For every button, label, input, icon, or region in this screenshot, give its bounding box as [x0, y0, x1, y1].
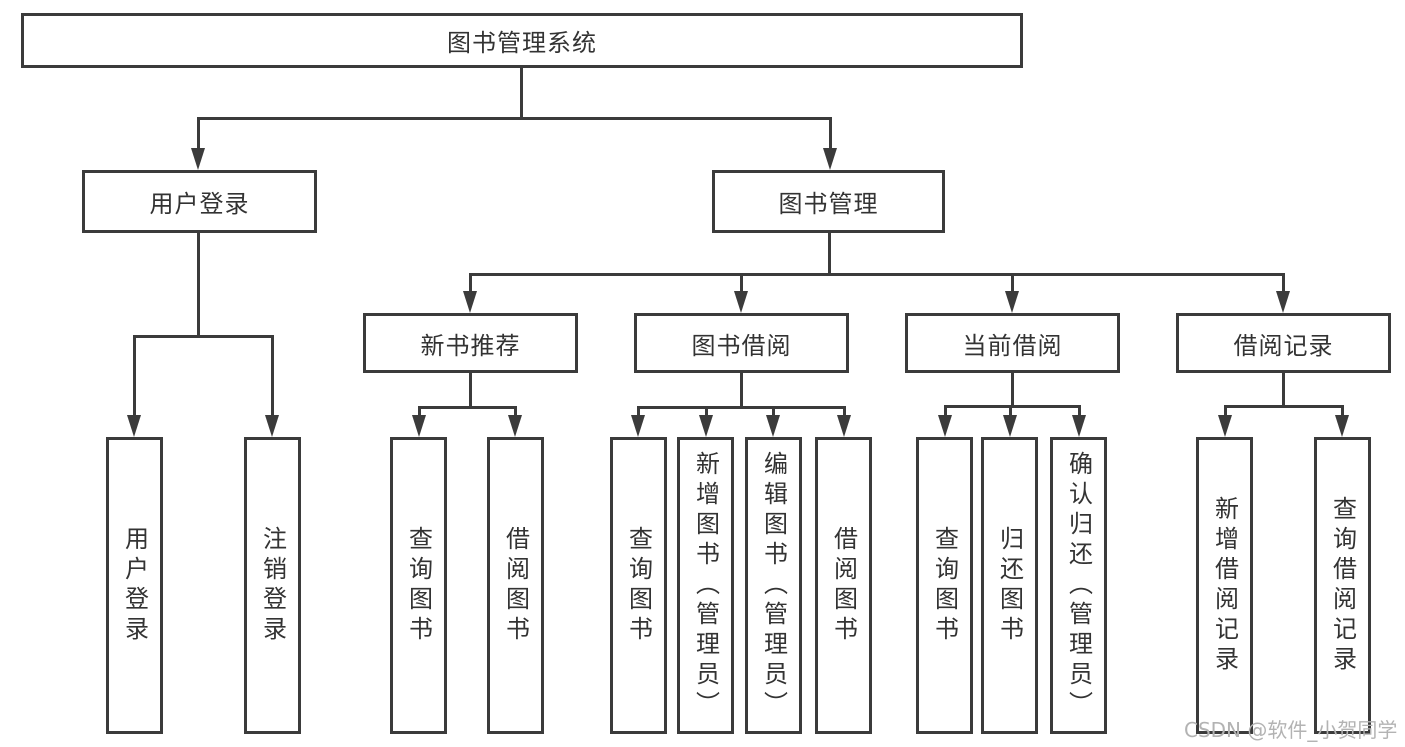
connector-borrow-records-rail	[1224, 405, 1343, 408]
leaf-edit-book-admin: 编辑图书（管理员）	[745, 437, 802, 734]
connector-user-login-stem	[197, 233, 200, 335]
connector-drop-current-borrow	[1011, 273, 1014, 293]
arrowhead-bb-add	[699, 415, 713, 437]
connector-drop-leaf-user-login	[133, 335, 136, 415]
arrowhead-bb-borrow	[837, 415, 851, 437]
arrowhead-current-borrow	[1005, 291, 1019, 313]
arrowhead-cb-query	[938, 415, 952, 437]
arrowhead-leaf-logout	[265, 415, 279, 437]
leaf-logout: 注销登录	[244, 437, 301, 734]
leaf-add-borrow-record: 新增借阅记录	[1196, 437, 1253, 734]
connector-book-borrow-stem	[740, 373, 743, 406]
connector-current-borrow-rail	[944, 405, 1080, 408]
node-library-management-system: 图书管理系统	[21, 13, 1023, 68]
leaf-query-borrow-record: 查询借阅记录	[1314, 437, 1371, 734]
arrowhead-cb-confirm	[1072, 415, 1086, 437]
connector-drop-cb-confirm	[1078, 405, 1081, 417]
leaf-borrow-books: 借阅图书	[815, 437, 872, 734]
connector-book-borrow-rail	[637, 406, 845, 409]
connector-new-book-stem	[469, 373, 472, 406]
arrowhead-book-management	[823, 148, 837, 170]
connector-drop-user-login	[197, 117, 200, 149]
connector-drop-nb-borrow	[514, 406, 517, 417]
leaf-return-book: 归还图书	[981, 437, 1038, 734]
watermark: CSDN @软件_小贺同学	[1184, 718, 1398, 742]
arrowhead-user-login	[191, 148, 205, 170]
connector-drop-leaf-logout	[271, 335, 274, 415]
node-book-borrow: 图书借阅	[634, 313, 849, 373]
connector-drop-bb-query	[637, 406, 640, 417]
leaf-confirm-return-admin: 确认归还（管理员）	[1050, 437, 1107, 734]
arrowhead-nb-borrow	[508, 415, 522, 437]
leaf-query-books-current: 查询图书	[916, 437, 973, 734]
connector-drop-cb-query	[944, 405, 947, 417]
arrowhead-bb-query	[631, 415, 645, 437]
arrowhead-bb-edit	[766, 415, 780, 437]
arrowhead-br-add	[1218, 415, 1232, 437]
connector-new-book-rail	[418, 406, 516, 409]
node-user-login: 用户登录	[82, 170, 317, 233]
connector-book-management-rail	[469, 273, 1285, 276]
connector-drop-bb-edit	[772, 406, 775, 417]
connector-drop-br-query	[1341, 405, 1344, 417]
arrowhead-br-query	[1335, 415, 1349, 437]
arrowhead-cb-return	[1003, 415, 1017, 437]
connector-borrow-records-stem	[1282, 373, 1285, 405]
connector-drop-book-borrow	[740, 273, 743, 293]
connector-root-rail	[197, 117, 832, 120]
arrowhead-new-book	[463, 291, 477, 313]
arrowhead-nb-query	[412, 415, 426, 437]
connector-drop-br-add	[1224, 405, 1227, 417]
connector-drop-bb-add	[705, 406, 708, 417]
connector-root-stem	[520, 68, 523, 117]
arrowhead-book-borrow	[734, 291, 748, 313]
connector-current-borrow-stem	[1011, 373, 1014, 405]
leaf-query-books-recommend: 查询图书	[390, 437, 447, 734]
connector-drop-nb-query	[418, 406, 421, 417]
connector-user-login-rail	[133, 335, 273, 338]
connector-book-management-stem	[828, 233, 831, 273]
leaf-borrow-books-recommend: 借阅图书	[487, 437, 544, 734]
node-new-book-recommend: 新书推荐	[363, 313, 578, 373]
arrowhead-borrow-records	[1276, 291, 1290, 313]
leaf-query-books-borrow: 查询图书	[610, 437, 667, 734]
node-borrow-records: 借阅记录	[1176, 313, 1391, 373]
connector-drop-cb-return	[1009, 405, 1012, 417]
leaf-user-login: 用户登录	[106, 437, 163, 734]
connector-drop-borrow-records	[1282, 273, 1285, 293]
connector-drop-book-management	[829, 117, 832, 149]
connector-drop-new-book	[469, 273, 472, 293]
connector-drop-bb-borrow	[843, 406, 846, 417]
leaf-add-book-admin: 新增图书（管理员）	[677, 437, 734, 734]
arrowhead-leaf-user-login	[127, 415, 141, 437]
node-current-borrow: 当前借阅	[905, 313, 1120, 373]
node-book-management: 图书管理	[712, 170, 945, 233]
